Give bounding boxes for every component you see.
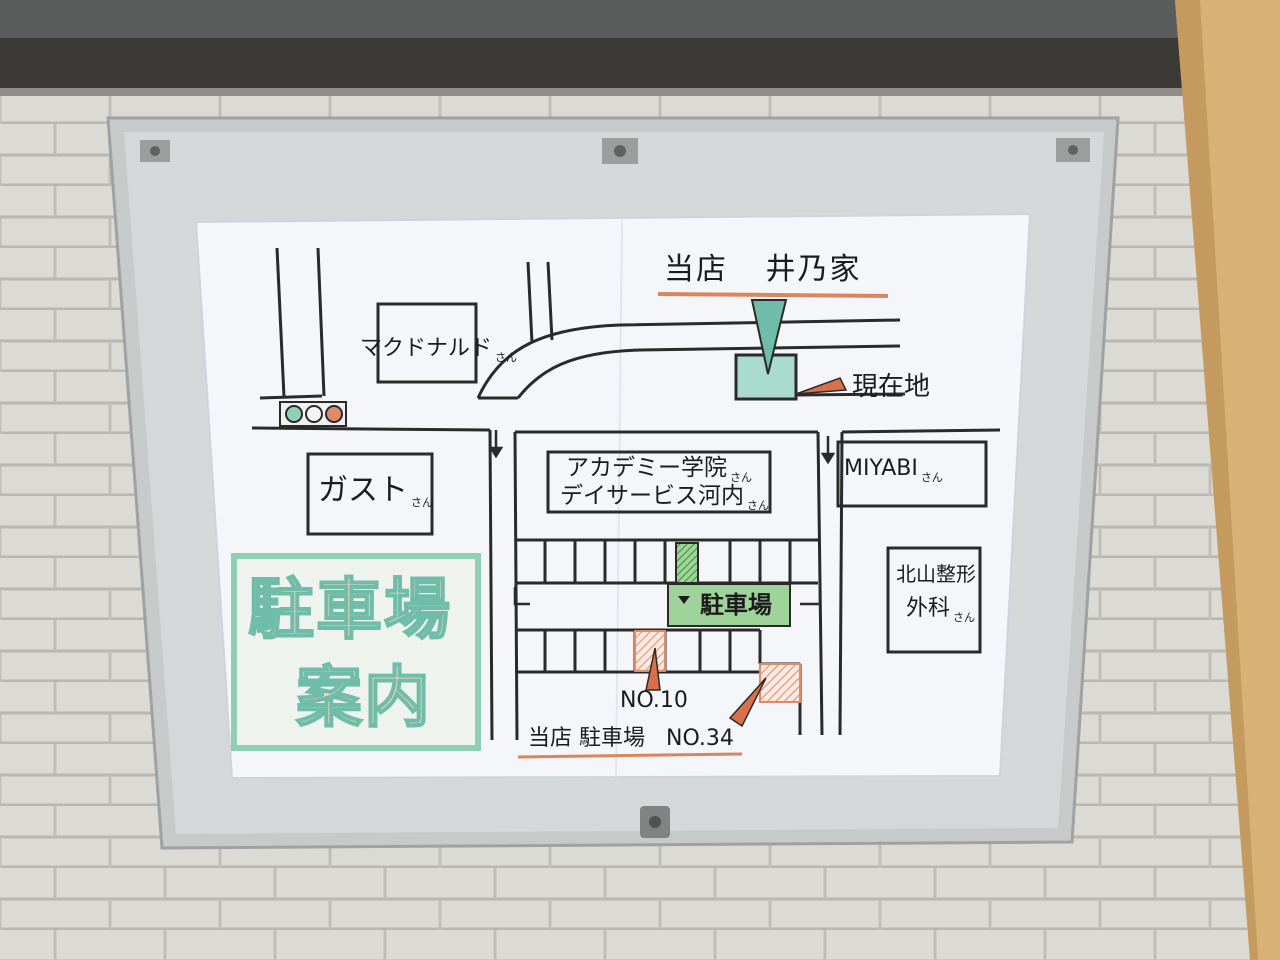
current-location-label: 現在地 (852, 372, 931, 402)
parking-arrow-icon (678, 596, 690, 604)
header-underline (657, 292, 889, 298)
kitayama-name: 外科 (906, 596, 951, 621)
shop-prefix: 当店 (664, 252, 728, 287)
mcdonalds-building (376, 302, 478, 384)
kitayama-line2: 外科さん (906, 596, 976, 624)
pointer-icon (795, 377, 848, 395)
shop-name: 井乃家 (765, 252, 862, 287)
day-service-label: デイサービス河内さん (560, 483, 769, 512)
screw-icon (1056, 138, 1090, 162)
gusto-label: ガストさん (318, 473, 433, 509)
san-suffix: さん (411, 496, 433, 509)
academy-label: アカデミー学院さん (566, 455, 752, 484)
parking-arrow-icon (800, 587, 822, 606)
mcdonalds-label: マクドナルドさん (360, 336, 518, 364)
road-lines (251, 247, 1001, 741)
miyabi-building (836, 440, 988, 508)
screw-icon (640, 806, 670, 838)
parking-sign-box (667, 583, 791, 627)
title-line2: 案内 (295, 658, 432, 736)
arrow-down-icon (820, 436, 836, 465)
screw-icon (140, 140, 170, 162)
parking-arrow-icon (513, 587, 530, 606)
mcdonalds-name: マクドナルド (360, 336, 493, 361)
academy-building (546, 450, 772, 514)
gusto-building (306, 452, 434, 536)
title-line1: 駐車場 (247, 570, 452, 648)
san-suffix: さん (920, 471, 943, 484)
shop-marker (750, 299, 788, 375)
own-parking-label: 当店 駐車場 NO.34 (528, 728, 734, 750)
san-suffix: さん (953, 611, 976, 624)
own-parking-underline (517, 752, 743, 759)
title-block-box (231, 553, 481, 751)
own-parking-prefix: 当店 駐車場 (528, 726, 645, 751)
pointer-icon (728, 677, 767, 728)
own-parking-number: NO.34 (666, 726, 734, 751)
day-service-name: デイサービス河内 (560, 483, 744, 509)
parking-highlight (675, 542, 699, 584)
academy-name: アカデミー学院 (566, 455, 727, 481)
traffic-light-icon (279, 401, 347, 427)
parking-sign-label: 駐車場 (700, 591, 772, 619)
miyabi-name: MIYABI (844, 456, 918, 481)
shop-header: 当店 井乃家 (664, 255, 862, 285)
gusto-name: ガスト (318, 473, 408, 508)
spot-no10-label: NO.10 (620, 688, 688, 713)
screw-icon (602, 138, 638, 164)
spot-no10-hatch (634, 630, 666, 672)
pointer-icon (645, 647, 661, 691)
kitayama-line1: 北山整形 (896, 562, 976, 586)
san-suffix: さん (747, 499, 769, 512)
san-suffix: さん (495, 351, 518, 364)
arrow-down-icon (488, 430, 504, 459)
kitayama-building (886, 546, 982, 654)
spot-no34-hatch (759, 663, 801, 703)
san-suffix: さん (730, 471, 752, 484)
